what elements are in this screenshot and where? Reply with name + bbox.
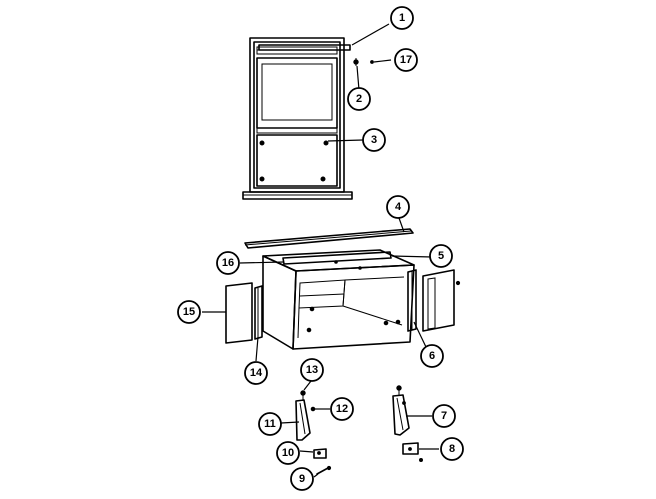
left-bracket-assembly (295, 390, 332, 475)
callout-number: 14 (250, 367, 263, 379)
window-frame-assembly (242, 37, 353, 200)
callout-4: 4 (386, 195, 410, 219)
callout-number: 12 (336, 403, 348, 415)
callout-circle (216, 251, 240, 275)
callout-circle (300, 358, 324, 382)
callout-1: 1 (390, 6, 414, 30)
callout-number: 15 (183, 306, 195, 318)
callout-circle (244, 361, 268, 385)
right-bracket-assembly (392, 385, 423, 462)
callout-number: 2 (356, 93, 362, 105)
callout-15: 15 (177, 300, 201, 324)
callout-number: 1 (399, 12, 405, 24)
callout-number: 8 (449, 443, 455, 455)
callout-number: 5 (438, 250, 444, 262)
callout-circle (394, 48, 418, 72)
callout-6: 6 (420, 344, 444, 368)
callout-number: 16 (222, 257, 234, 269)
screw-part (353, 58, 374, 66)
callout-number: 9 (299, 473, 305, 485)
left-channel (254, 285, 263, 340)
callout-number: 10 (282, 447, 294, 459)
callout-circle (420, 344, 444, 368)
callout-circle (440, 437, 464, 461)
callout-5: 5 (429, 244, 453, 268)
top-strip-part (258, 44, 351, 51)
callout-13: 13 (300, 358, 324, 382)
right-channel (407, 269, 417, 332)
callout-10: 10 (276, 441, 300, 465)
callout-circle (429, 244, 453, 268)
callout-circle (258, 412, 282, 436)
callout-11: 11 (258, 412, 282, 436)
callout-circle (362, 128, 386, 152)
callout-14: 14 (244, 361, 268, 385)
callout-8: 8 (440, 437, 464, 461)
leader-lines (202, 23, 439, 478)
callout-circle (432, 404, 456, 428)
callout-number: 7 (441, 410, 447, 422)
callout-16: 16 (216, 251, 240, 275)
callout-2: 2 (347, 87, 371, 111)
callout-circle (276, 441, 300, 465)
callout-circle (386, 195, 410, 219)
callout-circle (290, 467, 314, 491)
callout-circle (330, 397, 354, 421)
callout-labels: 1 17 2 3 4 5 16 15 6 14 13 12 7 11 10 8 9 (177, 6, 464, 491)
callout-number: 4 (395, 201, 402, 213)
callout-9: 9 (290, 467, 314, 491)
right-side-panel (422, 269, 461, 332)
callout-7: 7 (432, 404, 456, 428)
callout-number: 13 (306, 364, 318, 376)
cabinet-sleeve (262, 249, 415, 350)
callout-number: 17 (400, 54, 412, 66)
callout-circle (390, 6, 414, 30)
callout-3: 3 (362, 128, 386, 152)
callout-17: 17 (394, 48, 418, 72)
callout-number: 11 (264, 418, 276, 430)
callout-circle (347, 87, 371, 111)
left-side-panel (225, 282, 253, 344)
callout-number: 3 (371, 134, 377, 146)
angle-bar-part (244, 228, 414, 249)
callout-12: 12 (330, 397, 354, 421)
callout-circle (177, 300, 201, 324)
callout-number: 6 (429, 350, 435, 362)
